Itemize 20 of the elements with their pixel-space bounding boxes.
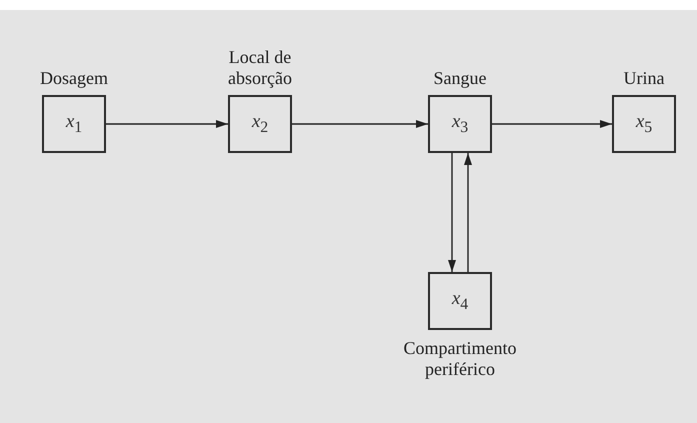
compartment-label: Sangue xyxy=(434,68,486,89)
variable-label: x$_{5}$ xyxy=(636,111,652,137)
compartment-label: Compartimento periférico xyxy=(402,338,518,380)
compartment-box xyxy=(228,95,292,153)
arrow xyxy=(448,153,456,272)
compartment-label: Local de absorção xyxy=(227,47,293,89)
compartment-box xyxy=(428,95,492,153)
arrow xyxy=(492,120,612,128)
compartment-label: Urina xyxy=(624,68,664,89)
arrow xyxy=(464,153,472,272)
arrow xyxy=(292,120,428,128)
compartment-box xyxy=(612,95,676,153)
variable-label: x$_{3}$ xyxy=(452,111,468,137)
compartment-box xyxy=(428,272,492,330)
arrow xyxy=(106,120,228,128)
variable-label: x$_{4}$ xyxy=(452,288,468,314)
variable-label: x$_{1}$ xyxy=(66,111,82,137)
compartment-box xyxy=(42,95,106,153)
compartment-label: Dosagem xyxy=(40,68,108,89)
variable-label: x$_{2}$ xyxy=(252,111,268,137)
